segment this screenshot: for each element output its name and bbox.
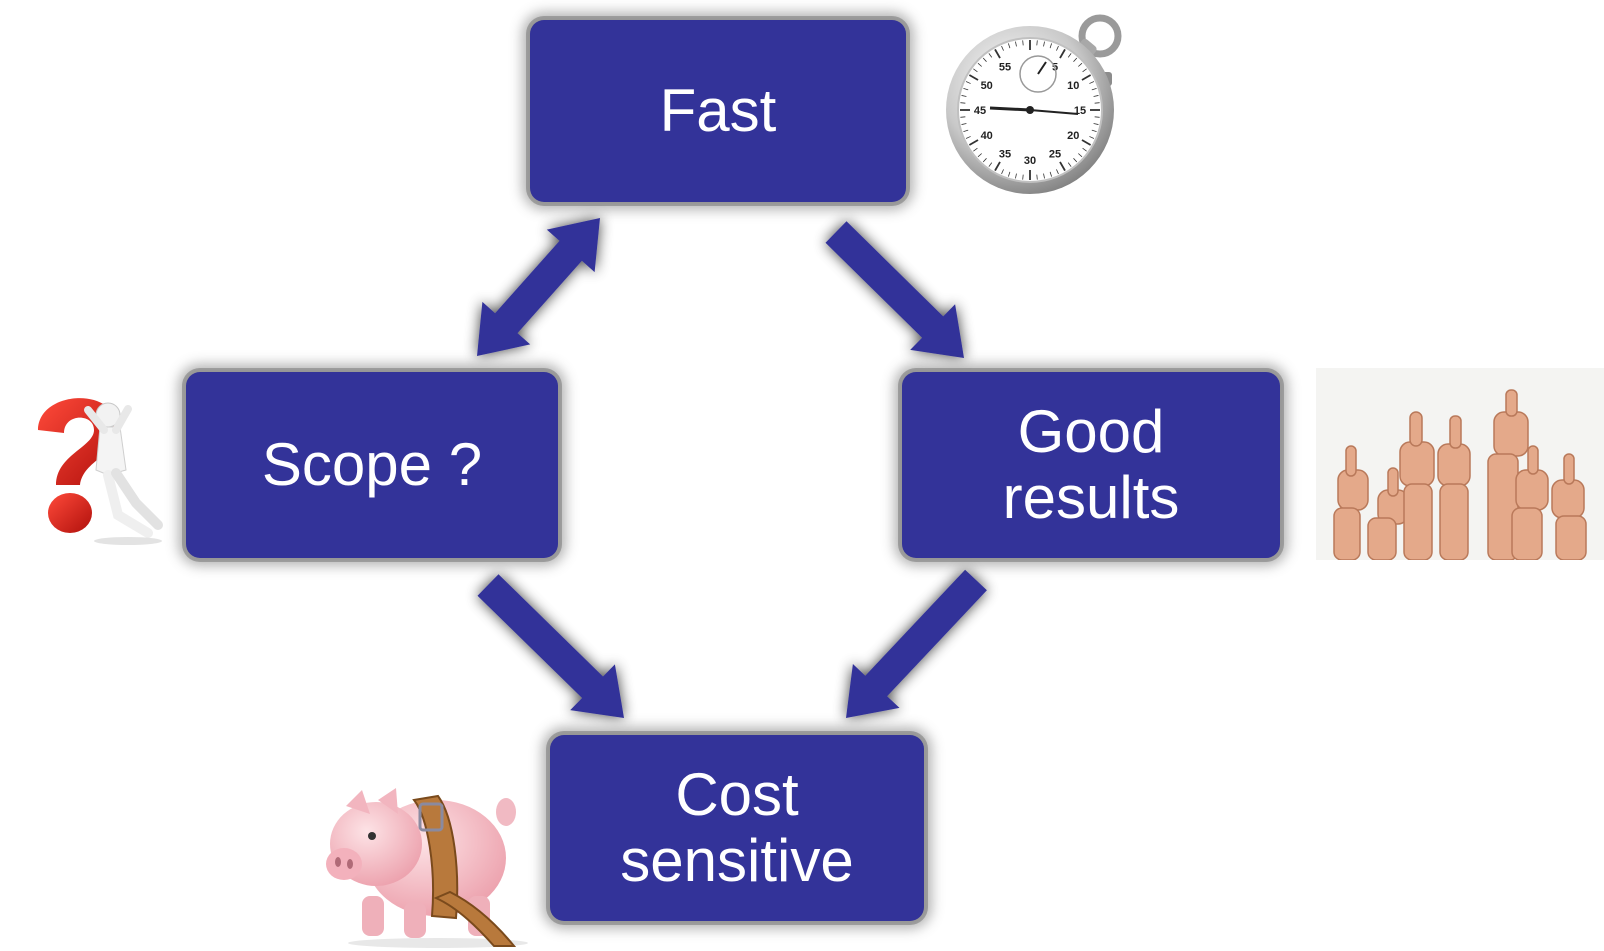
stopwatch-tick	[1056, 45, 1059, 51]
stopwatch-tick	[1022, 174, 1024, 180]
stopwatch-tick	[968, 139, 979, 146]
stopwatch-number: 30	[1024, 155, 1036, 167]
stopwatch-tick	[1081, 74, 1092, 81]
stopwatch-tick	[982, 158, 987, 163]
node-fast-label: Fast	[659, 77, 777, 144]
stopwatch-tick	[1082, 68, 1087, 73]
stopwatch-tick	[1078, 153, 1083, 158]
stopwatch-tick	[1091, 87, 1097, 91]
stopwatch-number: 20	[1067, 130, 1079, 142]
stopwatch-tick	[988, 53, 993, 58]
stopwatch-tick	[1001, 45, 1004, 51]
question-mark-figure-icon	[38, 398, 163, 545]
stopwatch-number: 15	[1074, 105, 1086, 117]
arrow-good-to-cost	[846, 569, 987, 718]
stopwatch-tick	[1078, 62, 1083, 67]
stopwatch-tick	[960, 102, 966, 104]
stopwatch-tick	[1094, 102, 1100, 104]
node-good-label-line1: Good	[1017, 398, 1165, 465]
stopwatch-tick	[961, 95, 967, 97]
stopwatch-number: 40	[981, 130, 993, 142]
thumbs-up-hands-icon	[1316, 368, 1604, 560]
stopwatch-tick	[1001, 169, 1004, 175]
stopwatch-tick	[1049, 43, 1053, 49]
stopwatch-tick	[994, 161, 1001, 172]
node-cost-label-line2: sensitive	[620, 827, 854, 894]
stopwatch-tick	[1081, 139, 1092, 146]
stopwatch-tick	[965, 136, 971, 139]
stopwatch-tick	[994, 48, 1001, 59]
stopwatch-ticks	[960, 40, 1100, 180]
stopwatch-tick	[1007, 171, 1011, 177]
stopwatch-number: 55	[999, 62, 1011, 74]
stopwatch-tick	[1015, 41, 1017, 47]
stopwatch-tick	[1015, 173, 1017, 179]
arrow-fast-to-good	[825, 221, 964, 358]
node-fast: Fast	[530, 20, 906, 202]
stopwatch-tick	[1073, 158, 1078, 163]
stopwatch-tick	[1067, 53, 1072, 58]
stopwatch-tick	[1022, 40, 1024, 46]
stopwatch-tick	[1067, 162, 1072, 167]
node-cost-sensitive: Cost sensitive	[550, 735, 924, 921]
node-cost-label-line1: Cost	[675, 761, 799, 828]
stopwatch-tick	[1059, 161, 1066, 172]
node-scope-label: Scope ?	[261, 431, 483, 498]
stopwatch-tick	[963, 87, 969, 91]
stopwatch-tick	[973, 68, 978, 73]
stopwatch-tick	[1056, 169, 1059, 175]
stopwatch-tick	[1089, 81, 1095, 84]
arrow-fast-to-scope	[477, 218, 600, 356]
stopwatch-number: 25	[1049, 148, 1061, 160]
stopwatch-tick	[1082, 147, 1087, 152]
node-good-results: Good results	[902, 372, 1280, 558]
stopwatch-tick	[1007, 43, 1011, 49]
stopwatch-tick	[960, 116, 966, 118]
stopwatch-tick	[1036, 174, 1038, 180]
stopwatch-tick	[1093, 95, 1099, 97]
stopwatch-tick	[961, 123, 967, 125]
node-scope: Scope ?	[186, 372, 558, 558]
piggy-bank-belt-icon	[326, 788, 528, 948]
stopwatch-tick	[1043, 41, 1045, 47]
stopwatch-tick	[1073, 57, 1078, 62]
stopwatch-tick	[977, 153, 982, 158]
stopwatch-tick	[1036, 40, 1038, 46]
stopwatch-tick	[1091, 129, 1097, 133]
stopwatch-tick	[1093, 123, 1099, 125]
stopwatch-tick	[963, 129, 969, 133]
stopwatch-tick	[973, 147, 978, 152]
stopwatch-number: 50	[981, 80, 993, 92]
stopwatch-tick	[1049, 171, 1053, 177]
stopwatch-tick	[1089, 136, 1095, 139]
stopwatch-number: 35	[999, 148, 1011, 160]
stopwatch-tick	[977, 62, 982, 67]
node-good-label-line2: results	[1002, 464, 1180, 531]
stopwatch-number: 10	[1067, 80, 1079, 92]
stopwatch-tick	[965, 81, 971, 84]
arrow-scope-to-cost	[477, 574, 624, 718]
stopwatch-tick	[982, 57, 987, 62]
stopwatch-tick	[1043, 173, 1045, 179]
stopwatch-tick	[988, 162, 993, 167]
stopwatch-tick	[1059, 48, 1066, 59]
stopwatch-tick	[968, 74, 979, 81]
stopwatch-number: 45	[974, 105, 986, 117]
stopwatch-tick	[1094, 116, 1100, 118]
